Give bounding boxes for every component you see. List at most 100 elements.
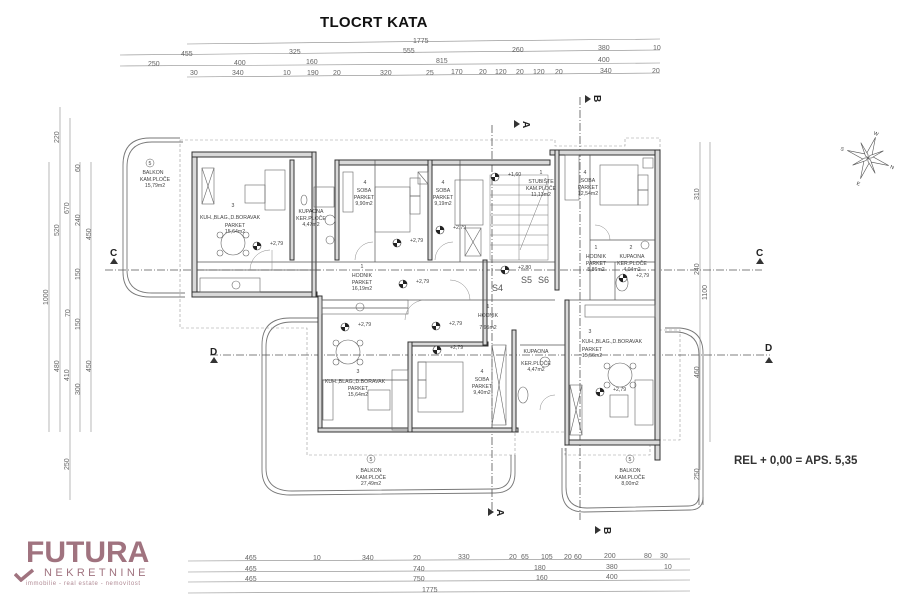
svg-text:PARKET: PARKET [352, 280, 373, 286]
dim-label: 400 [234, 60, 246, 67]
dim-label: 220 [54, 131, 61, 143]
staircase [489, 174, 549, 261]
svg-text:A: A [494, 509, 505, 516]
section-marker-b-bottom: B [595, 526, 612, 534]
dim-label: 105 [541, 554, 553, 561]
svg-text:KAM.PLOČE: KAM.PLOČE [615, 474, 646, 481]
svg-text:PARKET: PARKET [433, 195, 454, 201]
dim-label: 325 [289, 49, 301, 56]
svg-text:+2,80: +2,80 [518, 265, 531, 271]
svg-text:KUH.,BLAG.,D.BORAVAK: KUH.,BLAG.,D.BORAVAK [582, 339, 643, 345]
furniture [199, 154, 656, 436]
svg-text:12,54m2: 12,54m2 [578, 191, 598, 197]
dim-label: 65 [521, 554, 529, 561]
svg-text:B: B [601, 527, 612, 534]
dim-label: 520 [54, 224, 61, 236]
level-marker: +2,79 [432, 345, 463, 355]
section-markers: C C D D A A B B [110, 95, 773, 534]
dim-label: 815 [436, 58, 448, 65]
svg-text:4,47m2: 4,47m2 [527, 367, 544, 373]
svg-text:C: C [756, 248, 763, 259]
dim-label: 1775 [422, 587, 438, 594]
svg-text:2: 2 [630, 245, 633, 251]
section-marker-d-right: D [765, 343, 773, 363]
dim-label: 20 [564, 554, 572, 561]
dim-label: 250 [694, 468, 701, 480]
svg-text:1: 1 [361, 264, 364, 270]
svg-text:15,64m2: 15,64m2 [348, 392, 368, 398]
svg-text:KUPAONA: KUPAONA [524, 349, 550, 355]
svg-text:+2,79: +2,79 [449, 321, 462, 327]
level-marker: +2,79 [252, 241, 283, 251]
svg-text:PARKET: PARKET [348, 386, 369, 392]
section-marker-d-left: D [210, 347, 218, 363]
svg-text:SOBA: SOBA [475, 377, 490, 383]
dim-label: 30 [660, 553, 668, 560]
dim-label: 455 [181, 51, 193, 58]
dim-label: 10 [653, 45, 661, 52]
dim-label: 460 [694, 366, 701, 378]
svg-text:PARKET: PARKET [472, 384, 493, 390]
dim-label: 120 [533, 69, 545, 76]
balconies [122, 137, 704, 513]
section-marker-b-top: B [585, 95, 602, 103]
dim-label: 480 [54, 360, 61, 372]
svg-text:27,49m2: 27,49m2 [361, 481, 381, 487]
level-marker: +2,80 [500, 265, 531, 275]
bottom-dimension-text: 465 10 340 20 330 20 65 105 20 60 200 80… [245, 553, 672, 594]
svg-text:3: 3 [357, 369, 360, 375]
svg-text:4: 4 [584, 170, 587, 176]
level-marker: +2,79 [340, 322, 371, 332]
svg-text:+2,79: +2,79 [613, 387, 626, 393]
dim-label: 410 [64, 369, 71, 381]
plan-title: TLOCRT KATA [320, 14, 428, 31]
dim-label: 200 [604, 553, 616, 560]
svg-text:KER.PLOČE: KER.PLOČE [617, 260, 647, 267]
dim-label: 240 [694, 263, 701, 275]
dim-label: 465 [245, 566, 257, 573]
svg-text:5: 5 [629, 457, 632, 463]
logo-sub-text: NEKRETNINE [44, 567, 149, 579]
dim-label: 240 [75, 214, 82, 226]
top-dimension-lines [119, 38, 661, 78]
dim-label: 330 [458, 554, 470, 561]
svg-text:15,79m2: 15,79m2 [145, 183, 165, 189]
svg-text:8,00m2: 8,00m2 [621, 481, 638, 487]
dim-label: 70 [65, 309, 72, 317]
left-dimension-text: 1000 220 520 480 670 410 250 60 240 150 … [43, 131, 93, 470]
dim-label: 400 [606, 574, 618, 581]
svg-text:1: 1 [540, 170, 543, 176]
svg-text:A: A [520, 121, 531, 128]
svg-text:3: 3 [232, 203, 235, 209]
svg-text:B: B [591, 95, 602, 102]
svg-text:+2,79: +2,79 [453, 225, 466, 231]
svg-text:KAM.PLOČE: KAM.PLOČE [140, 176, 171, 183]
dim-label: 555 [403, 48, 415, 55]
svg-text:16,19m2: 16,19m2 [352, 286, 372, 292]
left-dimension-lines [48, 107, 92, 500]
dim-label: 310 [694, 188, 701, 200]
compass-label: E [856, 181, 862, 188]
svg-text:4,47m2: 4,47m2 [302, 222, 319, 228]
svg-text:15,64m2: 15,64m2 [225, 229, 245, 235]
walls [191, 149, 661, 461]
dim-label: 20 [516, 69, 524, 76]
svg-text:9,40m2: 9,40m2 [473, 390, 490, 396]
svg-text:4: 4 [442, 180, 445, 186]
svg-text:KER.PLOČE: KER.PLOČE [296, 215, 326, 222]
checkmark-icon [14, 568, 34, 582]
stair-label: S6 [538, 275, 549, 285]
dim-label: 670 [64, 202, 71, 214]
compass-label: N [889, 164, 895, 171]
level-marker: +2,79 [618, 273, 649, 283]
svg-text:KUH.,BLAG.,D.BORAVAK: KUH.,BLAG.,D.BORAVAK [325, 379, 386, 385]
